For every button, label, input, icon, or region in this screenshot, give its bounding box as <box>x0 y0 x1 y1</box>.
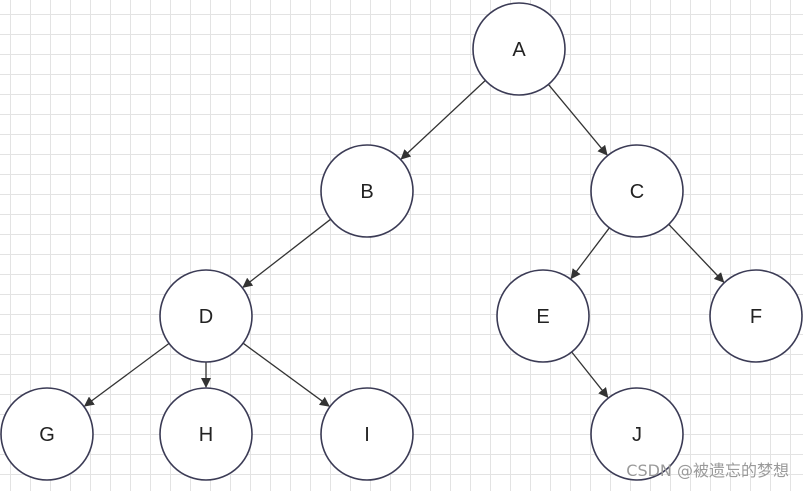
node-b: B <box>320 144 414 238</box>
node-g: G <box>0 387 94 481</box>
node-label: I <box>364 424 370 446</box>
node-c: C <box>590 144 684 238</box>
node-circle <box>590 144 684 238</box>
nodes-layer: A B C D E F G H I J <box>0 2 803 481</box>
edge-d-i <box>242 342 330 407</box>
node-a: A <box>472 2 566 96</box>
node-circle <box>496 269 590 363</box>
node-label: D <box>199 306 213 328</box>
node-circle <box>0 387 94 481</box>
node-i: I <box>320 387 414 481</box>
node-h: H <box>159 387 253 481</box>
edge-d-g <box>83 342 170 407</box>
node-label: J <box>632 424 642 446</box>
node-label: C <box>630 181 644 203</box>
edges-layer <box>83 79 725 407</box>
node-circle <box>590 387 684 481</box>
node-circle <box>709 269 803 363</box>
node-circle <box>320 144 414 238</box>
node-label: B <box>360 181 373 203</box>
node-label: A <box>512 39 526 61</box>
edge-c-f <box>668 223 725 283</box>
node-label: H <box>199 424 213 446</box>
edge-c-e <box>570 227 610 280</box>
node-circle <box>320 387 414 481</box>
node-circle <box>159 269 253 363</box>
watermark: CSDN @被遗忘的梦想 <box>626 461 789 480</box>
edge-b-d <box>242 218 332 288</box>
node-label: G <box>39 424 55 446</box>
node-f: F <box>709 269 803 363</box>
node-d: D <box>159 269 253 363</box>
node-e: E <box>496 269 590 363</box>
node-circle <box>159 387 253 481</box>
node-j: J <box>590 387 684 481</box>
node-label: E <box>536 306 549 328</box>
node-label: F <box>750 306 762 328</box>
node-circle <box>472 2 566 96</box>
edge-e-j <box>571 351 609 398</box>
edge-a-b <box>400 79 486 160</box>
edge-a-c <box>547 83 608 156</box>
